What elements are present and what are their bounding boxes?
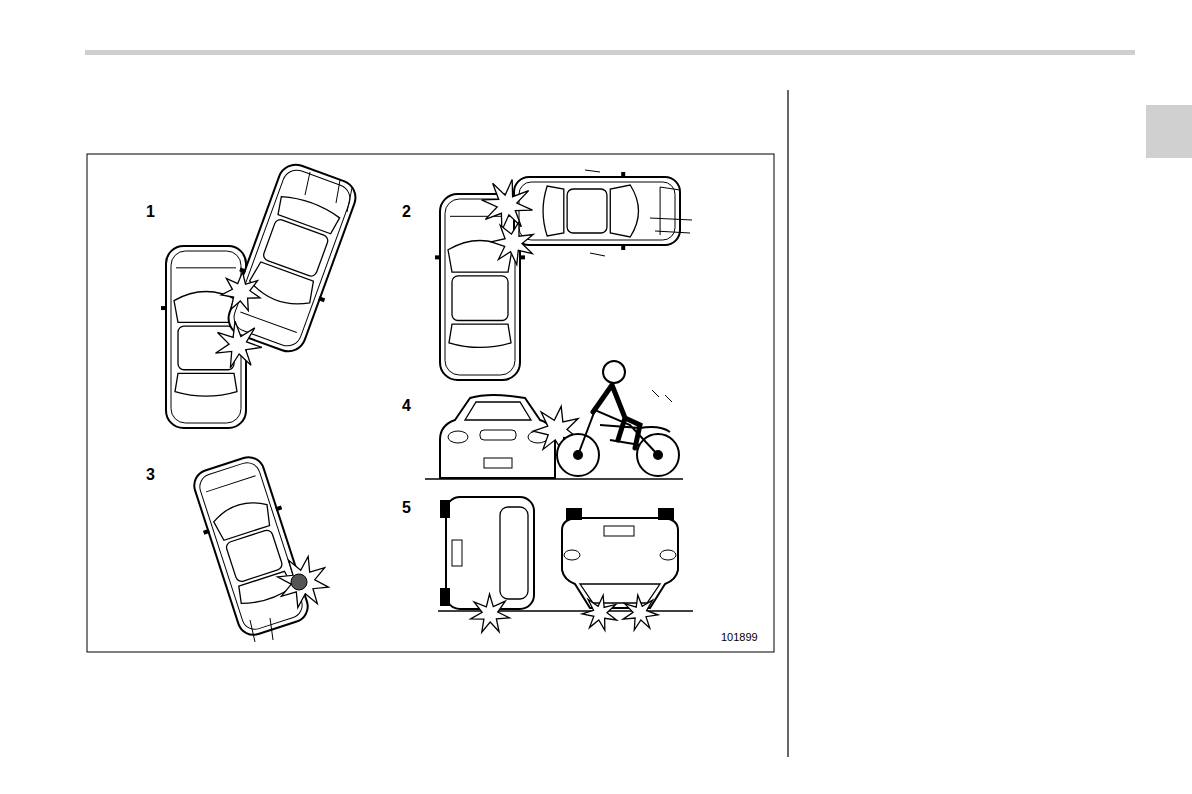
car-body bbox=[440, 194, 520, 380]
plate bbox=[604, 526, 634, 536]
car-glass bbox=[580, 584, 660, 603]
motion-line bbox=[665, 395, 672, 402]
motion-line bbox=[650, 218, 692, 220]
headlight bbox=[564, 550, 580, 560]
figure-code: 101899 bbox=[721, 632, 758, 643]
mirror bbox=[275, 506, 282, 512]
pole bbox=[291, 574, 307, 590]
car-body bbox=[514, 177, 680, 245]
figure-frame bbox=[87, 154, 774, 652]
car-on-side bbox=[440, 497, 534, 609]
motion-line bbox=[305, 172, 310, 195]
car-front-body bbox=[440, 395, 555, 478]
car-top-view bbox=[219, 158, 365, 358]
impact-star bbox=[221, 272, 260, 311]
car-front-glass bbox=[465, 402, 531, 420]
car-body bbox=[562, 518, 678, 608]
plate bbox=[484, 458, 512, 468]
mirror bbox=[203, 529, 210, 535]
rear-window bbox=[175, 373, 237, 396]
car-inner bbox=[519, 182, 675, 240]
mirror bbox=[519, 255, 525, 259]
grille bbox=[480, 430, 516, 440]
hood-line bbox=[176, 267, 236, 268]
motion-line bbox=[655, 231, 690, 233]
mirror bbox=[621, 172, 625, 178]
car-body bbox=[446, 497, 534, 609]
impact-star bbox=[623, 595, 658, 630]
hood-line bbox=[206, 476, 255, 492]
windshield bbox=[610, 185, 638, 237]
wheel bbox=[440, 588, 450, 606]
motion-line bbox=[336, 180, 340, 203]
motorcycle bbox=[557, 361, 679, 476]
mirror bbox=[318, 296, 325, 302]
rear-window bbox=[275, 192, 341, 234]
hood-line bbox=[240, 312, 296, 333]
mirror bbox=[161, 306, 167, 310]
motion-line bbox=[270, 618, 273, 640]
wheel bbox=[566, 508, 582, 520]
windshield bbox=[247, 261, 318, 312]
scene-number: 5 bbox=[402, 500, 411, 516]
scene-number: 3 bbox=[146, 467, 155, 483]
car-top-view bbox=[435, 194, 525, 380]
headlight bbox=[448, 431, 468, 443]
rider bbox=[593, 385, 640, 448]
car-front-view bbox=[440, 395, 555, 478]
hood-line bbox=[660, 187, 661, 235]
impact-star bbox=[491, 222, 533, 265]
car-top-view bbox=[514, 172, 680, 250]
ground-line bbox=[425, 478, 683, 479]
mirror bbox=[435, 255, 441, 259]
rear-window bbox=[449, 324, 511, 347]
windshield bbox=[211, 496, 273, 541]
roof bbox=[567, 189, 607, 233]
section-tab bbox=[1146, 105, 1192, 158]
impact-star bbox=[582, 595, 617, 630]
motion-line bbox=[347, 188, 352, 212]
headlight bbox=[660, 550, 676, 560]
column-rule bbox=[787, 90, 788, 757]
motion-line bbox=[660, 187, 680, 190]
car-inner bbox=[196, 459, 305, 632]
car-glass bbox=[500, 507, 528, 599]
car-body bbox=[190, 453, 312, 639]
scene-number: 4 bbox=[402, 398, 411, 414]
motion-line bbox=[652, 390, 659, 397]
car-inner bbox=[230, 166, 354, 350]
mirror bbox=[621, 244, 625, 250]
motion-line bbox=[250, 620, 255, 642]
scene-number: 2 bbox=[402, 204, 411, 220]
motion-line bbox=[585, 170, 600, 172]
wheel bbox=[440, 500, 450, 518]
helmet bbox=[603, 361, 625, 383]
impact-star bbox=[471, 594, 510, 632]
header-rule bbox=[85, 50, 1135, 55]
rear-window bbox=[543, 186, 564, 236]
motion-line bbox=[590, 253, 605, 256]
ground-line bbox=[438, 610, 693, 611]
impact-star bbox=[482, 180, 533, 231]
scene-number: 1 bbox=[146, 204, 155, 220]
car-upside-down bbox=[562, 508, 678, 608]
impact-star bbox=[278, 557, 329, 608]
wheel bbox=[658, 508, 674, 520]
car-body bbox=[224, 160, 361, 357]
car-top-view bbox=[185, 452, 316, 641]
plate bbox=[452, 540, 462, 566]
impact-star bbox=[215, 321, 261, 368]
roof bbox=[452, 276, 508, 321]
